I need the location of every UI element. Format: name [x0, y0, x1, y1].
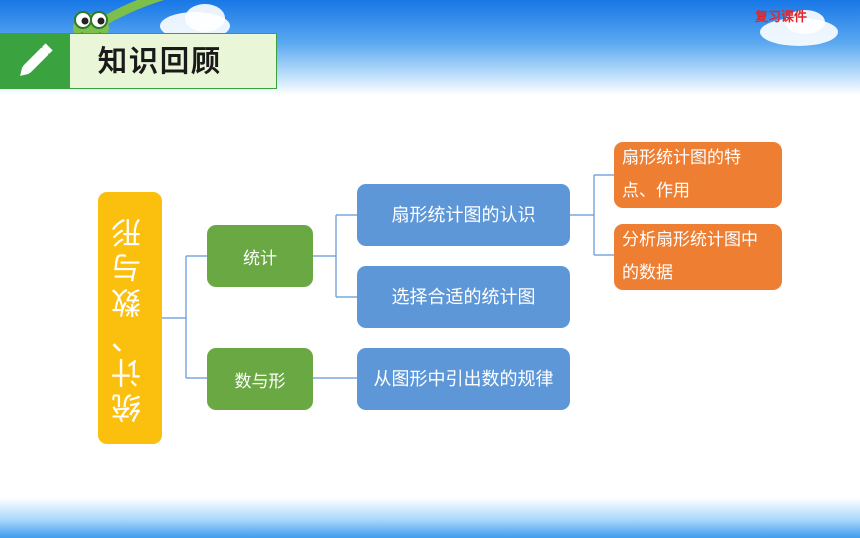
pencil-icon [20, 43, 53, 76]
detail-node-label: 扇形统计图的特点、作用 [622, 148, 741, 201]
branch-node-label: 数与形 [234, 371, 286, 392]
detail-node-label: 分析扇形统计图中的数据 [622, 230, 758, 283]
section-icon-box [0, 33, 70, 89]
connector-stats-children [313, 214, 357, 298]
topic-node-label: 选择合适的统计图 [391, 286, 536, 308]
cloud-decoration [785, 10, 825, 34]
topic-node-label: 从图形中引出数的规律 [373, 368, 554, 390]
detail-node-features: 扇形统计图的特点、作用 [614, 142, 782, 208]
topic-node-label: 扇形统计图的认识 [391, 204, 536, 226]
connector-pie-children [570, 174, 614, 256]
section-title-box [70, 33, 277, 89]
footer-background [0, 498, 860, 538]
course-tag: 复习课件 [755, 10, 808, 25]
connector-root-branches [162, 255, 207, 379]
cloud-decoration [185, 4, 225, 32]
branch-node-number-shape: 数与形 [207, 348, 313, 410]
root-node: 统计、数与形 [98, 192, 162, 444]
detail-node-analysis: 分析扇形统计图中的数据 [614, 224, 782, 290]
topic-node-pie-chart: 扇形统计图的认识 [357, 184, 570, 246]
branch-node-label: 统计 [243, 248, 277, 269]
root-node-label: 统计、数与形 [112, 213, 147, 423]
branch-node-statistics: 统计 [207, 225, 313, 287]
topic-node-choose-chart: 选择合适的统计图 [357, 266, 570, 328]
section-title: 知识回顾 [98, 44, 223, 78]
topic-node-number-pattern: 从图形中引出数的规律 [357, 348, 570, 410]
